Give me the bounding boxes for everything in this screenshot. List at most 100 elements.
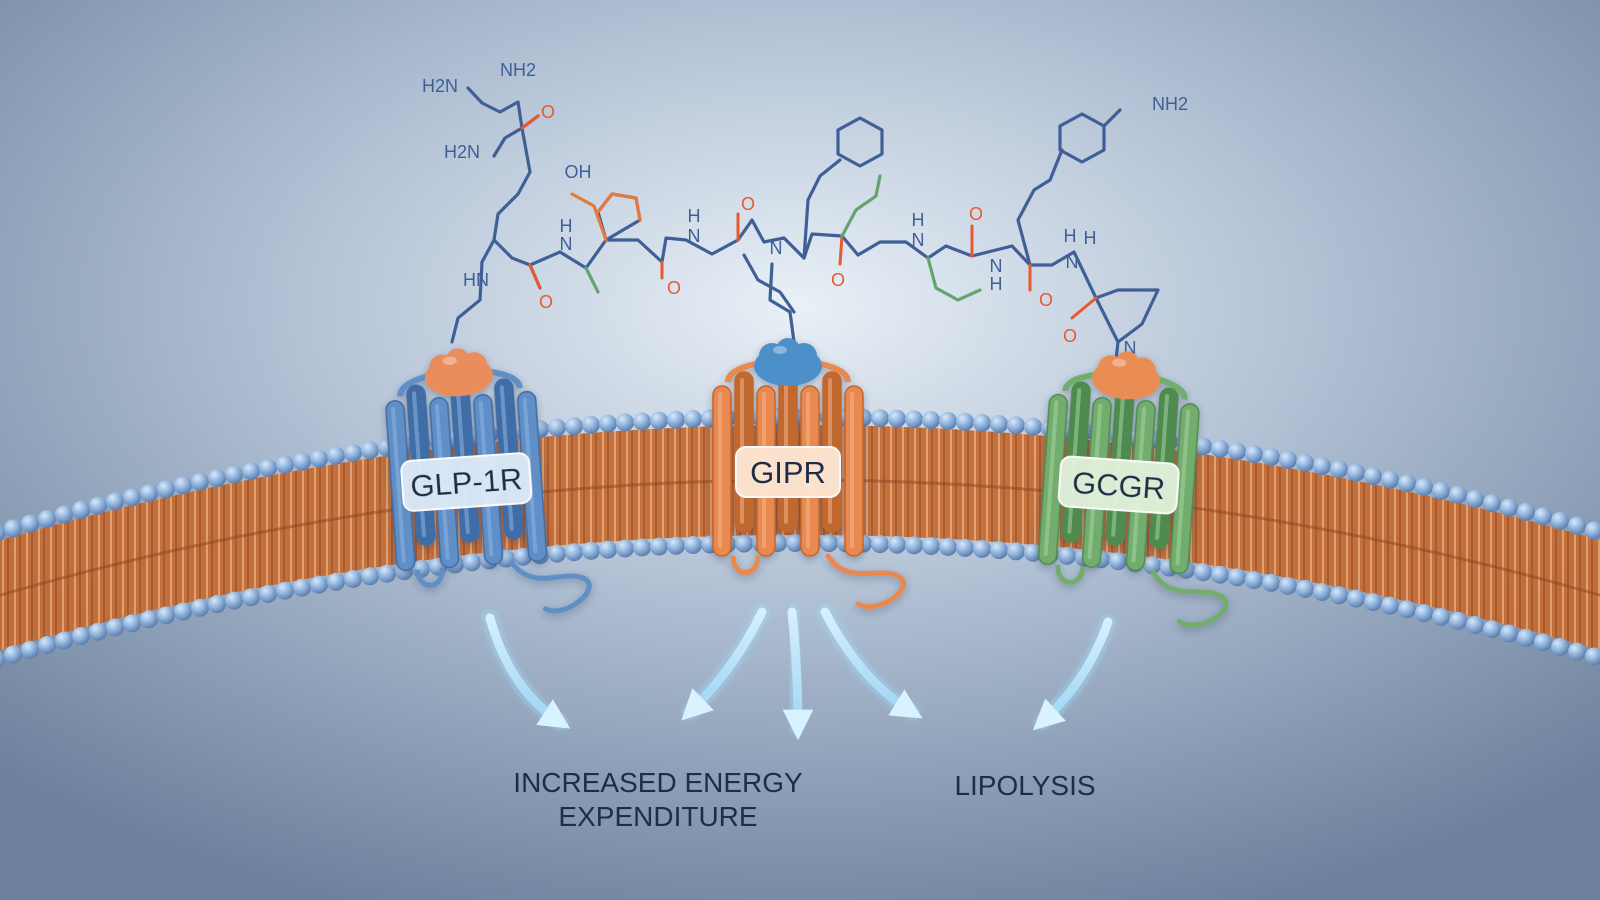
arrow-gipr-energy-left [681, 607, 767, 721]
receptor-gcgr: GCGR [1037, 351, 1229, 628]
ligand-lobe [1115, 351, 1140, 376]
receptor-intracellular-loop [414, 567, 445, 588]
lipid-head-inner [1500, 624, 1518, 643]
lipid-head-inner [242, 588, 260, 607]
gpcr-receptors: GLP-1R GIPR GCGR [385, 338, 1229, 628]
helix-highlight [1175, 409, 1190, 566]
lipid-head-inner [633, 538, 651, 557]
lipid-head-outer [871, 409, 889, 428]
outcome-labels: INCREASED ENERGY EXPENDITURE LIPOLYSIS [513, 767, 1095, 832]
atom-label: O [741, 194, 755, 214]
arrow-gipr-lipolysis [820, 607, 923, 719]
lipid-head-inner [310, 575, 328, 594]
lipid-head-inner [939, 537, 957, 556]
lipid-head-outer [38, 510, 56, 529]
lipid-head-outer [990, 415, 1008, 434]
lipid-head-inner [735, 534, 753, 553]
atom-label: N [770, 238, 783, 258]
lipid-head-inner [1194, 563, 1212, 582]
lipid-head-outer [1194, 437, 1212, 456]
lipid-head-inner [38, 636, 56, 655]
lipid-head-outer [259, 458, 277, 477]
atom-label: N [912, 230, 925, 250]
lipid-head-inner [1262, 573, 1280, 592]
lipid-head-inner [1279, 576, 1297, 595]
oxygen-bonds [520, 114, 1098, 320]
receptor-label-badge [735, 446, 841, 498]
lipid-head-inner [344, 569, 362, 588]
lipid-head-outer [1262, 447, 1280, 466]
ligand-lobe [776, 338, 800, 362]
lipid-head-outer [1517, 502, 1535, 521]
lipid-head-inner [565, 543, 583, 562]
atom-label: NH2 [500, 60, 536, 80]
lipid-head-outer [1364, 467, 1382, 486]
lipid-head-inner [157, 606, 175, 625]
lipid-head-inner [72, 627, 90, 646]
helix-highlight [850, 392, 854, 548]
lipid-head-inner [378, 564, 396, 583]
atom-label: N [688, 226, 701, 246]
lipid-head-inner [1551, 637, 1569, 656]
lipid-head-inner [1364, 593, 1382, 612]
atom-label: NH2 [1152, 94, 1188, 114]
lipid-head-inner [106, 618, 124, 637]
atom-label: O [1063, 326, 1077, 346]
atom-label: H [688, 206, 701, 226]
atom-label: H [912, 210, 925, 230]
receptor-label-badge [1057, 455, 1180, 515]
atom-label: H2N [422, 76, 458, 96]
lipid-head-outer [276, 455, 294, 474]
lipid-head-inner [1313, 583, 1331, 602]
lipid-head-inner [191, 598, 209, 617]
atom-label: O [831, 270, 845, 290]
receptor-c-terminal-tail [825, 553, 906, 610]
lipid-head-outer [157, 480, 175, 499]
lipid-head-inner [582, 541, 600, 560]
lipid-head-inner [327, 572, 345, 591]
lipid-head-outer [140, 484, 158, 503]
receptor-intracellular-loop [730, 555, 761, 575]
lipid-head-inner [4, 645, 22, 664]
bound-ligand [424, 348, 493, 397]
receptor-label-badge [400, 452, 533, 512]
receptor-label: GIPR [750, 455, 826, 490]
receptor-gipr: GIPR [712, 338, 906, 610]
lipid-head-outer [905, 410, 923, 429]
atom-label: H [1084, 228, 1097, 248]
lipid-head-outer [191, 472, 209, 491]
lipid-head-inner [1296, 579, 1314, 598]
lipid-head-inner [1347, 589, 1365, 608]
lipid-head-inner [1466, 616, 1484, 635]
atom-label: O [1039, 290, 1053, 310]
lipid-head-inner [55, 631, 73, 650]
lipid-head-inner [1007, 542, 1025, 561]
lipid-head-inner [820, 534, 838, 553]
outcome-energy-line1: INCREASED ENERGY [513, 767, 803, 798]
lipid-head-inner [276, 581, 294, 600]
receptor-glp-1r: GLP-1R [385, 348, 592, 614]
lipid-head-inner [1534, 633, 1552, 652]
lipid-head-outer [565, 417, 583, 436]
lipid-head-inner [1330, 586, 1348, 605]
lipid-head-inner [1058, 546, 1076, 565]
lipid-head-outer [123, 488, 141, 507]
atom-label: H [560, 216, 573, 236]
lipid-head-inner [1228, 568, 1246, 587]
lipid-head-outer [21, 514, 39, 533]
lipid-head-inner [922, 537, 940, 556]
lipid-head-outer [208, 469, 226, 488]
lipid-head-inner [1517, 628, 1535, 647]
lipid-head-inner [1143, 556, 1161, 575]
lipid-head-inner [225, 591, 243, 610]
lipid-head-outer [4, 519, 22, 538]
lipid-head-inner [140, 610, 158, 629]
lipid-head-inner [888, 535, 906, 554]
lipid-head-outer [310, 449, 328, 468]
atom-label: H2N [444, 142, 480, 162]
lipid-head-inner [1483, 620, 1501, 639]
lipid-head-outer [55, 505, 73, 524]
lipid-head-outer [1296, 453, 1314, 472]
lipid-head-inner [1109, 552, 1127, 571]
